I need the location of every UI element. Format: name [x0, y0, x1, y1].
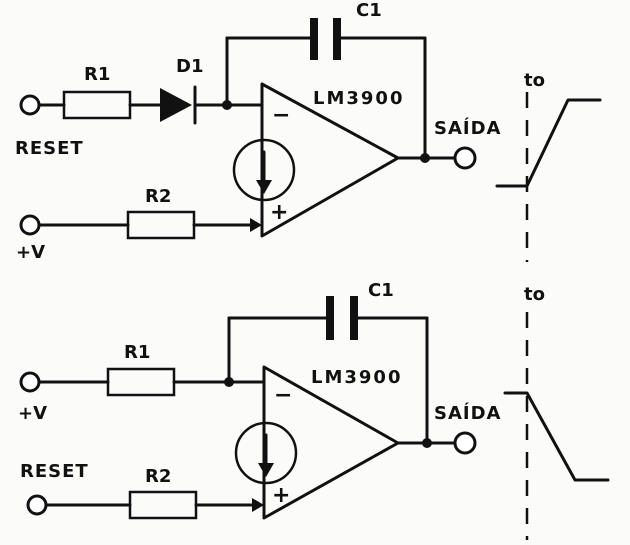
- top-plus-arrow: [250, 218, 262, 232]
- bottom-junction-out: [422, 438, 432, 448]
- bottom-label-output: SAÍDA: [434, 402, 501, 424]
- top-label-d1: D1: [176, 56, 203, 77]
- bottom-label-opamp: LM3900: [311, 367, 402, 388]
- bottom-label-plus: +: [272, 483, 290, 508]
- top-label-input-1: RESET: [15, 138, 84, 159]
- bottom-plus-arrow: [252, 498, 264, 512]
- bottom-label-c1: C1: [368, 280, 394, 301]
- top-circuit: R1 D1 C1 LM3900 − + RESET R2 +V SAÍDA to: [15, 0, 602, 263]
- top-opamp: [260, 82, 400, 238]
- top-label-c1: C1: [356, 0, 382, 21]
- top-resistor-r1: [62, 90, 132, 120]
- bottom-opamp: [262, 365, 400, 520]
- top-terminal-out: [453, 146, 477, 170]
- bottom-terminal-v: [19, 371, 41, 393]
- bottom-circuit: R1 C1 LM3900 − + +V R2 RESET SAÍDA to: [18, 280, 610, 540]
- bottom-waveform: [503, 391, 610, 482]
- bottom-label-minus: −: [274, 383, 292, 408]
- top-label-r1: R1: [84, 64, 110, 85]
- bottom-resistor-r2: [128, 490, 198, 520]
- bottom-current-arrow-head: [258, 463, 274, 477]
- bottom-label-r2: R2: [145, 466, 171, 487]
- top-diode-d1: [160, 88, 192, 122]
- bottom-label-input-1: +V: [18, 403, 47, 424]
- top-label-plus: +: [270, 200, 288, 225]
- bottom-label-input-2: RESET: [20, 461, 89, 482]
- top-waveform: [495, 98, 602, 188]
- top-label-output: SAÍDA: [434, 117, 501, 139]
- top-terminal-reset: [19, 94, 41, 116]
- bottom-terminal-out: [453, 431, 477, 455]
- bottom-label-time: to: [524, 284, 545, 305]
- top-terminal-v: [19, 214, 41, 236]
- bottom-current-source: [234, 421, 298, 485]
- top-label-r2: R2: [145, 186, 171, 207]
- bottom-resistor-r1: [106, 367, 176, 397]
- top-resistor-r2: [126, 210, 196, 240]
- top-junction-out: [420, 153, 430, 163]
- top-label-time: to: [524, 70, 545, 91]
- top-label-input-2: +V: [16, 242, 45, 263]
- bottom-terminal-reset: [26, 494, 48, 516]
- top-label-minus: −: [272, 103, 290, 128]
- top-current-arrow-head: [256, 180, 272, 194]
- top-label-opamp: LM3900: [313, 88, 404, 109]
- top-current-source: [232, 138, 296, 202]
- bottom-label-r1: R1: [124, 342, 150, 363]
